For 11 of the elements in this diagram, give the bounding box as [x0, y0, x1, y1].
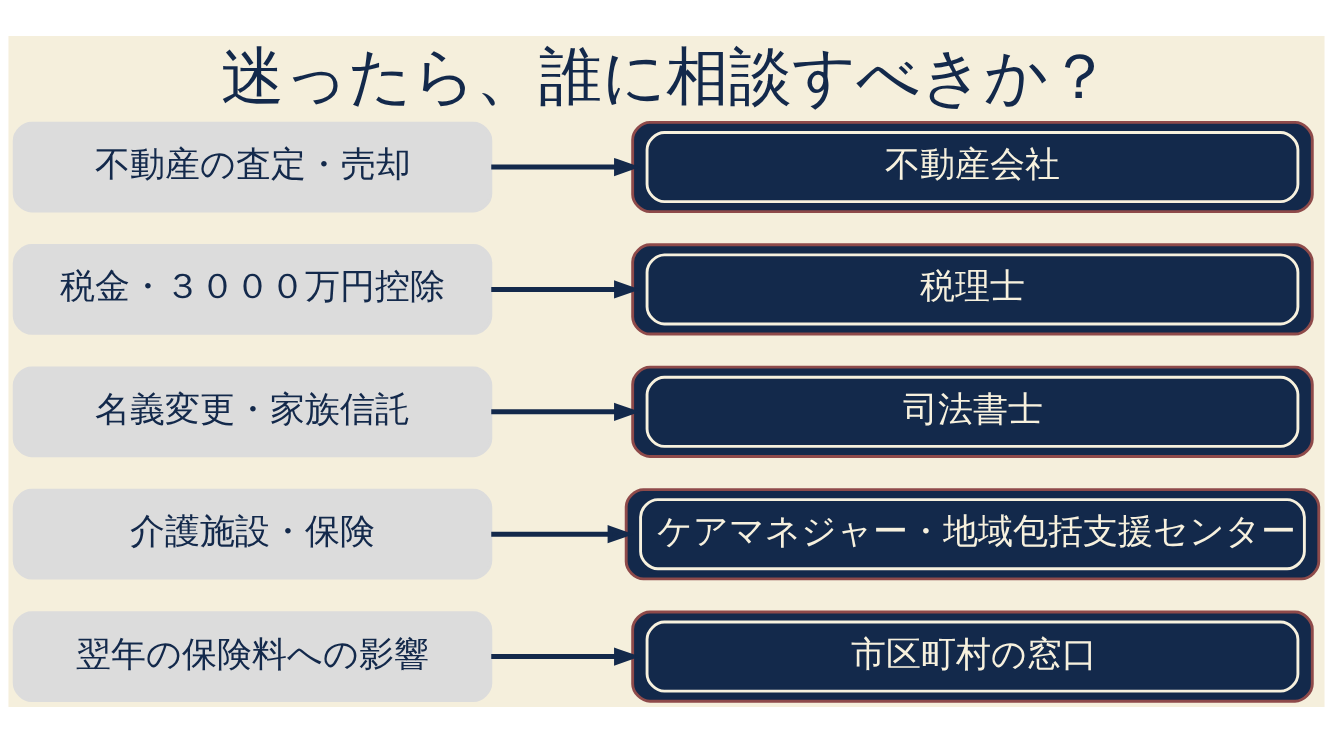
node-box: 不動産会社 — [631, 120, 1314, 214]
node-box: 税金・３０００万円控除 — [12, 244, 493, 335]
node-box: 名義変更・家族信託 — [12, 366, 493, 458]
node-box: ケアマネジャー・地域包括支援センター — [624, 488, 1321, 581]
node-box: 税理士 — [631, 243, 1314, 336]
node-box: 市区町村の窓口 — [631, 610, 1314, 703]
node-box: 不動産の査定・売却 — [12, 121, 493, 213]
node-box: 司法書士 — [631, 365, 1314, 458]
node-box: 翌年の保険料への影響 — [12, 611, 493, 702]
node-box: 介護施設・保険 — [12, 488, 493, 580]
diagram-title: 迷ったら、誰に相談すべきか？ — [221, 42, 1112, 113]
